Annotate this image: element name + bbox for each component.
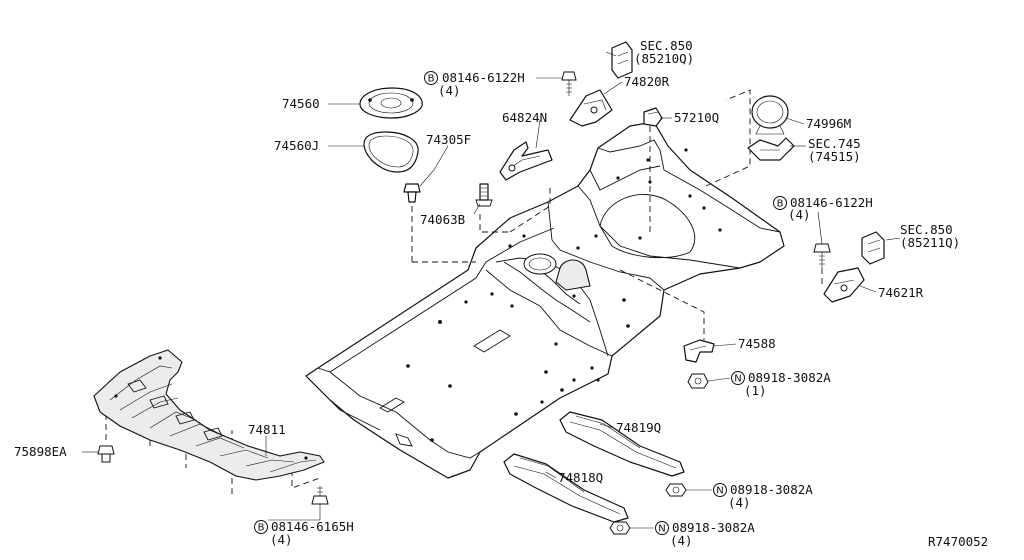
part-74621r-bracket — [823, 267, 865, 303]
label-bolt-08146-top-qty: (4) — [438, 83, 461, 98]
label-74820r: 74820R — [624, 74, 670, 89]
label-sec850-a-sub: (85210Q) — [634, 51, 694, 66]
nut-08918-3082a-single — [687, 373, 709, 389]
svg-text:N: N — [658, 524, 665, 535]
part-75898ea-clip — [97, 445, 115, 463]
part-74560j-seal — [363, 131, 419, 173]
part-57210q-grommet — [643, 107, 663, 127]
part-74819q-member — [559, 411, 685, 477]
part-sec850-85211q — [861, 231, 885, 265]
label-74305f: 74305F — [426, 132, 471, 147]
label-74811: 74811 — [248, 422, 286, 437]
label-bolt-08146-bottom-qty: (4) — [270, 532, 293, 547]
label-nut-08918-a: 08918-3082A — [748, 370, 831, 385]
leader-lines — [82, 51, 901, 529]
part-74820r-bracket — [569, 89, 613, 127]
svg-text:B: B — [258, 523, 265, 534]
label-sec850-b-sub: (85211Q) — [900, 235, 960, 250]
floor-panel — [305, 121, 785, 479]
part-74560-cover — [359, 87, 423, 119]
label-nut-08918-b: 08918-3082A — [730, 482, 813, 497]
label-74063b: 74063B — [420, 212, 465, 227]
label-bolt-08146-bottom: 08146-6165H — [271, 519, 354, 534]
label-74819q: 74819Q — [616, 420, 661, 435]
label-bolt-08146-top: 08146-6122H — [442, 70, 525, 85]
nut-08918-3082a-c — [609, 521, 631, 535]
label-74996m: 74996M — [806, 116, 851, 131]
bolt-08146-6165h-bottom — [311, 486, 329, 505]
bolt-08146-6122h-right — [813, 243, 831, 268]
part-74996m-ring — [751, 95, 789, 135]
part-labels: SEC.850 (85210Q) 08146-6122H (4) 74820R … — [14, 38, 988, 549]
bolt-symbol-right: B — [773, 196, 787, 210]
nut-symbol-a: N — [731, 371, 745, 385]
label-nut-08918-b-qty: (4) — [728, 495, 751, 510]
label-sec850-b: SEC.850 — [900, 222, 953, 237]
label-74560j: 74560J — [274, 138, 319, 153]
bolt-symbol-bottom: B — [254, 520, 268, 534]
svg-text:N: N — [716, 486, 723, 497]
label-64824n: 64824N — [502, 110, 547, 125]
label-sec745: SEC.745 — [808, 136, 861, 151]
label-sec850-a: SEC.850 — [640, 38, 693, 53]
label-nut-08918-a-qty: (1) — [744, 383, 767, 398]
part-74818q-member — [503, 453, 629, 523]
nut-symbol-b: N — [713, 483, 727, 497]
part-64824n-bracket — [499, 141, 553, 181]
label-74818q: 74818Q — [558, 470, 603, 485]
bolt-symbol-top: B — [424, 71, 438, 85]
svg-text:B: B — [777, 199, 784, 210]
label-sec745-sub: (74515) — [808, 149, 861, 164]
label-nut-08918-c-qty: (4) — [670, 533, 693, 548]
svg-text:N: N — [734, 374, 741, 385]
label-nut-08918-c: 08918-3082A — [672, 520, 755, 535]
label-bolt-08146-right: 08146-6122H — [790, 195, 873, 210]
label-74560: 74560 — [282, 96, 320, 111]
label-74588: 74588 — [738, 336, 776, 351]
nut-08918-3082a-b — [665, 483, 687, 497]
part-74811-undercover — [93, 349, 325, 481]
svg-text:B: B — [428, 74, 435, 85]
part-sec745-74515 — [747, 137, 795, 161]
part-74305f-plug — [403, 183, 421, 203]
part-74063b-clip — [475, 183, 493, 207]
bolt-08146-6122h-top — [561, 71, 577, 96]
label-bolt-08146-right-qty: (4) — [788, 207, 811, 222]
diagram-reference-code: R7470052 — [928, 534, 988, 549]
label-75898ea: 75898EA — [14, 444, 67, 459]
label-74621r: 74621R — [878, 285, 924, 300]
part-74588-bracket — [683, 339, 715, 363]
nut-symbol-c: N — [655, 521, 669, 535]
label-57210q: 57210Q — [674, 110, 719, 125]
part-sec850-85210q — [611, 41, 633, 79]
